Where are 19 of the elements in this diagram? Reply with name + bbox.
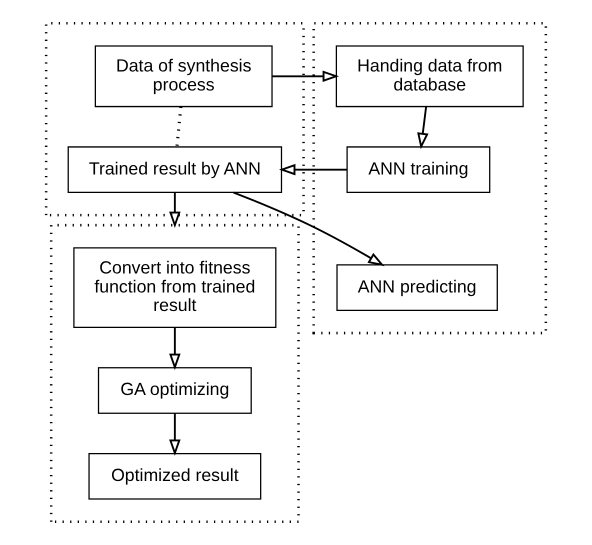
connector [175,106,182,147]
node-box: Trained result by ANN [68,146,282,193]
arrow [169,327,181,370]
node-box: Handing data from database [336,45,524,108]
cluster [44,22,305,216]
node-box: ANN predicting [336,264,498,311]
node-box: Convert into fitness function from trained result [73,247,276,328]
arrow [169,192,181,228]
node-box: Data of synthesis process [94,45,273,108]
arrow [233,192,384,266]
arrow [417,106,429,150]
node-box: ANN training [346,146,490,193]
node-box: Optimized result [88,452,262,500]
arrow [279,164,347,176]
cluster [312,22,548,334]
arrow [169,414,181,456]
arrow [272,70,340,82]
node-box: GA optimizing [98,367,252,414]
cluster [50,224,300,523]
